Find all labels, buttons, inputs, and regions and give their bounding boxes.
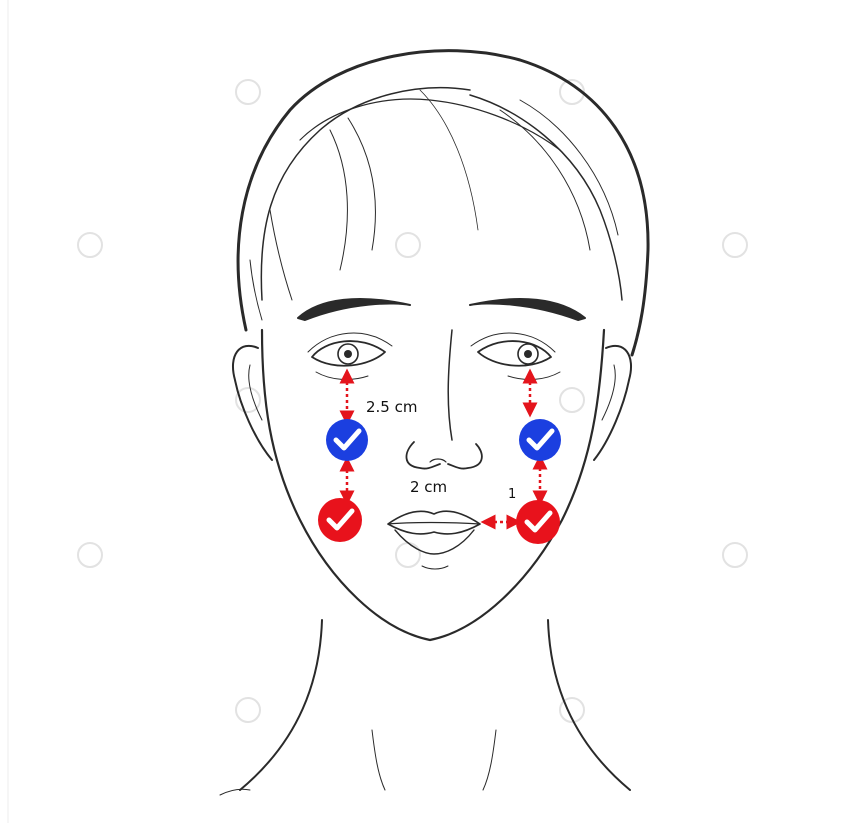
left-lower-marker <box>318 498 362 542</box>
lip-distance-label: 1 <box>508 487 516 502</box>
face-line-art <box>220 51 648 795</box>
left-upper-marker <box>326 419 368 461</box>
right-upper-marker <box>519 419 561 461</box>
right-lower-marker <box>516 500 560 544</box>
middle-distance-label: 2 cm <box>410 478 447 496</box>
upper-distance-label: 2.5 cm <box>366 398 417 416</box>
